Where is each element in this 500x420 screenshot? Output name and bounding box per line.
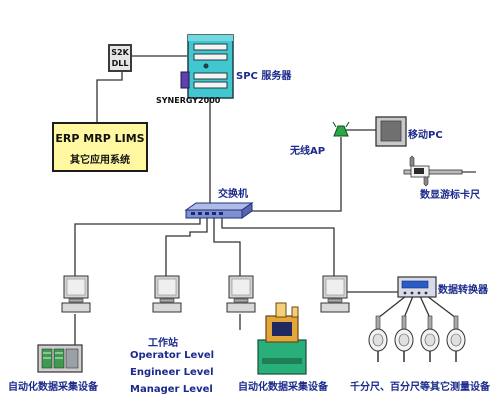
data-converter-icon <box>397 276 437 298</box>
line-conv-g1 <box>377 295 407 319</box>
gauge-icon-2 <box>394 315 414 362</box>
spc-server-label: SPC 服务器 <box>236 71 292 82</box>
workstation-label: 工作站 <box>148 338 178 349</box>
line-dll-to-erp <box>96 72 123 122</box>
wireless-ap-icon <box>332 121 350 137</box>
caliper-icon <box>403 155 476 187</box>
converter-label: 数据转换器 <box>438 285 488 296</box>
gauge-icon-3 <box>420 315 440 362</box>
switch-label: 交换机 <box>218 189 248 200</box>
erp-line1: ERP MRP LIMS <box>55 132 145 145</box>
switch-icon <box>184 202 254 219</box>
automation-device-icon-1 <box>37 344 83 373</box>
line-trunk-right <box>221 218 335 276</box>
line-trunk-mid <box>213 218 241 276</box>
mobile-pc-label: 移动PC <box>408 130 443 141</box>
line-trunk-ws <box>165 218 208 276</box>
line-conv-g4 <box>426 295 457 319</box>
auto-device-1-label: 自动化数据采集设备 <box>8 382 98 393</box>
erp-line2: 其它应用系统 <box>70 155 130 166</box>
automation-device-icon-2 <box>257 302 307 375</box>
mobile-pc-icon <box>375 116 407 147</box>
workstation-level-3: Manager Level <box>130 384 213 395</box>
dll-line2: DLL <box>111 59 129 68</box>
gauge-icon-1 <box>368 315 388 362</box>
workstation-level-1: Operator Level <box>130 350 215 361</box>
pc-icon-2 <box>152 275 182 313</box>
wireless-ap-label: 无线AP <box>290 146 326 157</box>
spc-server-icon <box>180 34 234 99</box>
line-switch-to-ap <box>246 137 342 212</box>
gauge-icon-4 <box>446 315 466 362</box>
pc-icon-3 <box>226 275 256 313</box>
caliper-label: 数显游标卡尺 <box>420 190 480 201</box>
line-conv-g2 <box>403 295 414 319</box>
workstation-level-2: Engineer Level <box>130 367 214 378</box>
synergy-brand-label: SYNERGY2000 <box>156 96 221 105</box>
gauges-label: 千分尺、百分尺等其它测量设备 <box>350 382 490 393</box>
pc-icon-4 <box>320 275 350 313</box>
erp-systems-box: ERP MRP LIMS 其它应用系统 <box>52 122 148 172</box>
line-conv-g3 <box>419 295 431 319</box>
auto-device-2-label: 自动化数据采集设备 <box>238 382 328 393</box>
s2k-dll-box: S2K DLL <box>108 44 132 72</box>
dll-line1: S2K <box>111 48 129 57</box>
line-trunk-left <box>74 218 201 276</box>
connection-lines <box>74 55 457 345</box>
pc-icon-1 <box>61 275 91 313</box>
